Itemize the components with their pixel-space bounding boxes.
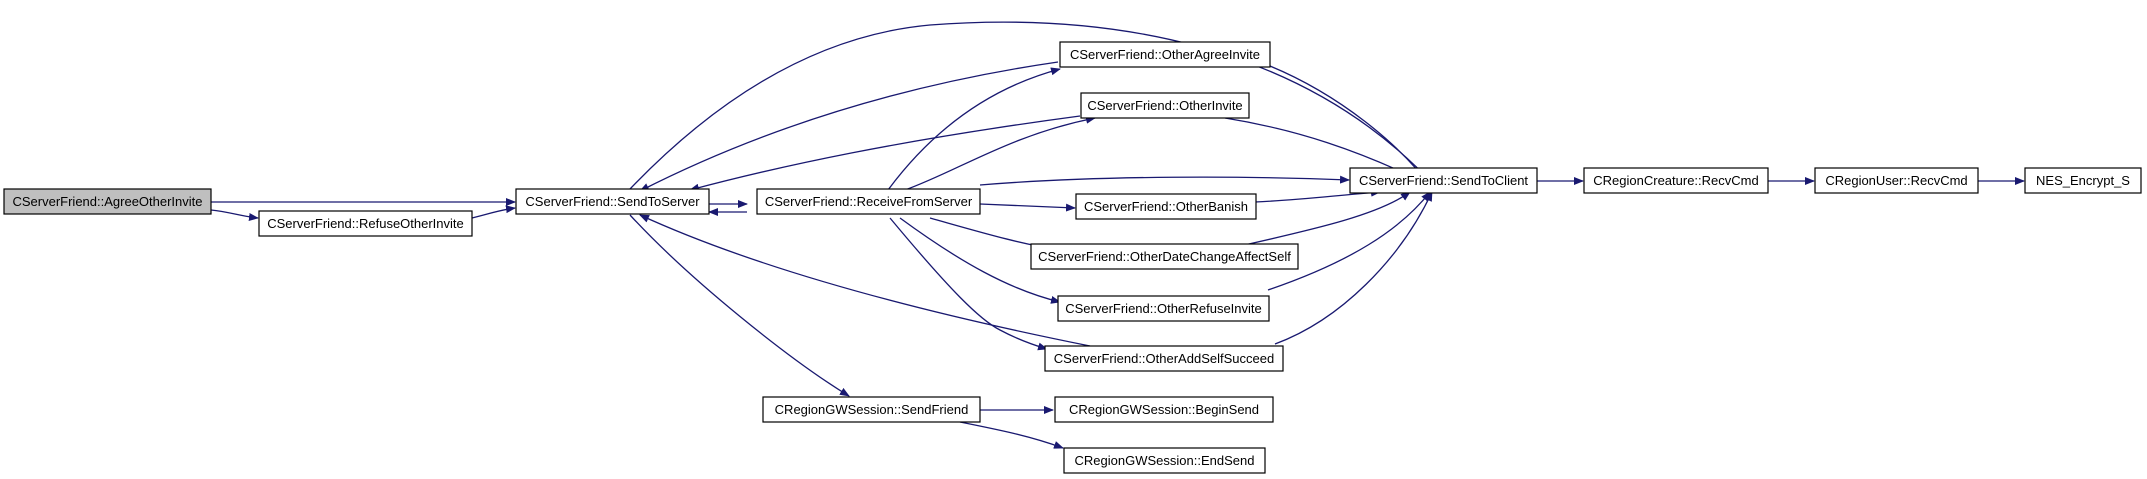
- node-label: CServerFriend::OtherInvite: [1087, 98, 1242, 113]
- node-box: [1349, 167, 1538, 194]
- node-refuse-other-invite[interactable]: CServerFriend::RefuseOtherInvite: [258, 210, 473, 237]
- node-label: CServerFriend::OtherBanish: [1084, 199, 1248, 214]
- node-gw-send-friend[interactable]: CRegionGWSession::SendFriend: [762, 396, 981, 423]
- edge-sendtoserver-to-sendtoclient: [629, 21, 1436, 190]
- node-receive-from-server[interactable]: CServerFriend::ReceiveFromServer: [756, 188, 981, 215]
- node-label: CRegionCreature::RecvCmd: [1593, 173, 1758, 188]
- edges: [210, 21, 2025, 449]
- node-box: [1059, 41, 1271, 68]
- node-label: CServerFriend::OtherAddSelfSucceed: [1054, 351, 1274, 366]
- edge-agree-to-refuse: [210, 209, 259, 221]
- node-send-to-client[interactable]: CServerFriend::SendToClient: [1349, 167, 1538, 194]
- node-box: [762, 396, 981, 423]
- node-box: [1814, 167, 1979, 194]
- node-label: CServerFriend::OtherRefuseInvite: [1065, 301, 1262, 316]
- node-box: [258, 210, 473, 237]
- edge-otheraddselfsucceed-to-sendtoserver: [639, 214, 1091, 347]
- node-box: [3, 188, 212, 215]
- edge-receivefromserver-to-otheraddselfsucceed: [889, 217, 1048, 351]
- node-other-add-self-succeed[interactable]: CServerFriend::OtherAddSelfSucceed: [1044, 345, 1284, 372]
- node-box: [1080, 92, 1250, 119]
- node-label: CServerFriend::SendToServer: [525, 194, 700, 209]
- node-label: CServerFriend::RefuseOtherInvite: [267, 216, 464, 231]
- node-label: CRegionUser::RecvCmd: [1825, 173, 1967, 188]
- node-other-date-change-affect-self[interactable]: CServerFriend::OtherDateChangeAffectSelf: [1030, 243, 1299, 270]
- edge-receivefromserver-to-otherbanish: [979, 203, 1076, 212]
- node-other-refuse-invite[interactable]: CServerFriend::OtherRefuseInvite: [1057, 295, 1270, 322]
- node-box: [1063, 447, 1266, 474]
- edge-otheraddselfsucceed-to-sendtoclient: [1274, 191, 1433, 345]
- edge-otherrefuseinvite-to-sendtoclient: [1267, 191, 1431, 291]
- edge-receivefromserver-to-otherinvite: [904, 115, 1096, 191]
- node-gw-begin-send[interactable]: CRegionGWSession::BeginSend: [1054, 396, 1274, 423]
- node-box: [1075, 193, 1257, 220]
- node-box: [1583, 167, 1769, 194]
- nodes: CServerFriend::AgreeOtherInvite CServerF…: [3, 41, 2142, 474]
- node-label: CServerFriend::AgreeOtherInvite: [12, 194, 202, 209]
- edge-receivefromserver-to-otherrefuseinvite: [899, 217, 1061, 304]
- node-nes-encrypt-s[interactable]: NES_Encrypt_S: [2024, 167, 2142, 194]
- node-box: [515, 188, 710, 215]
- node-box: [1054, 396, 1274, 423]
- node-label: CServerFriend::ReceiveFromServer: [765, 194, 973, 209]
- edge-receivefromserver-to-otheragreeinvite: [887, 67, 1061, 191]
- node-label: NES_Encrypt_S: [2036, 173, 2130, 188]
- node-label: CServerFriend::OtherDateChangeAffectSelf: [1038, 249, 1291, 264]
- node-box: [756, 188, 981, 215]
- edge-otheragreeinvite-to-sendtoserver: [639, 61, 1059, 192]
- node-label: CRegionGWSession::SendFriend: [775, 402, 969, 417]
- node-box: [1030, 243, 1299, 270]
- edge-gwsendfriend-to-gwendsend: [959, 421, 1064, 449]
- node-other-agree-invite[interactable]: CServerFriend::OtherAgreeInvite: [1059, 41, 1271, 68]
- node-other-banish[interactable]: CServerFriend::OtherBanish: [1075, 193, 1257, 220]
- node-send-to-server[interactable]: CServerFriend::SendToServer: [515, 188, 710, 215]
- node-label: CServerFriend::SendToClient: [1359, 173, 1528, 188]
- node-other-invite[interactable]: CServerFriend::OtherInvite: [1080, 92, 1250, 119]
- edge-receivefromserver-to-sendtoclient: [979, 175, 1350, 186]
- node-box: [2024, 167, 2142, 194]
- node-label: CServerFriend::OtherAgreeInvite: [1070, 47, 1260, 62]
- edge-refuse-to-sendtoserver: [471, 205, 516, 219]
- edge-otherinvite-to-sendtoserver: [689, 115, 1081, 192]
- edge-sendtoserver-to-gwsendfriend: [629, 214, 850, 397]
- node-box: [1057, 295, 1270, 322]
- node-region-user-recv-cmd[interactable]: CRegionUser::RecvCmd: [1814, 167, 1979, 194]
- node-gw-end-send[interactable]: CRegionGWSession::EndSend: [1063, 447, 1266, 474]
- node-region-creature-recv-cmd[interactable]: CRegionCreature::RecvCmd: [1583, 167, 1769, 194]
- node-label: CRegionGWSession::EndSend: [1075, 453, 1255, 468]
- node-box: [1044, 345, 1284, 372]
- node-label: CRegionGWSession::BeginSend: [1069, 402, 1259, 417]
- edge-otherdatechange-to-sendtoclient: [1239, 191, 1411, 247]
- node-agree-other-invite[interactable]: CServerFriend::AgreeOtherInvite: [3, 188, 212, 215]
